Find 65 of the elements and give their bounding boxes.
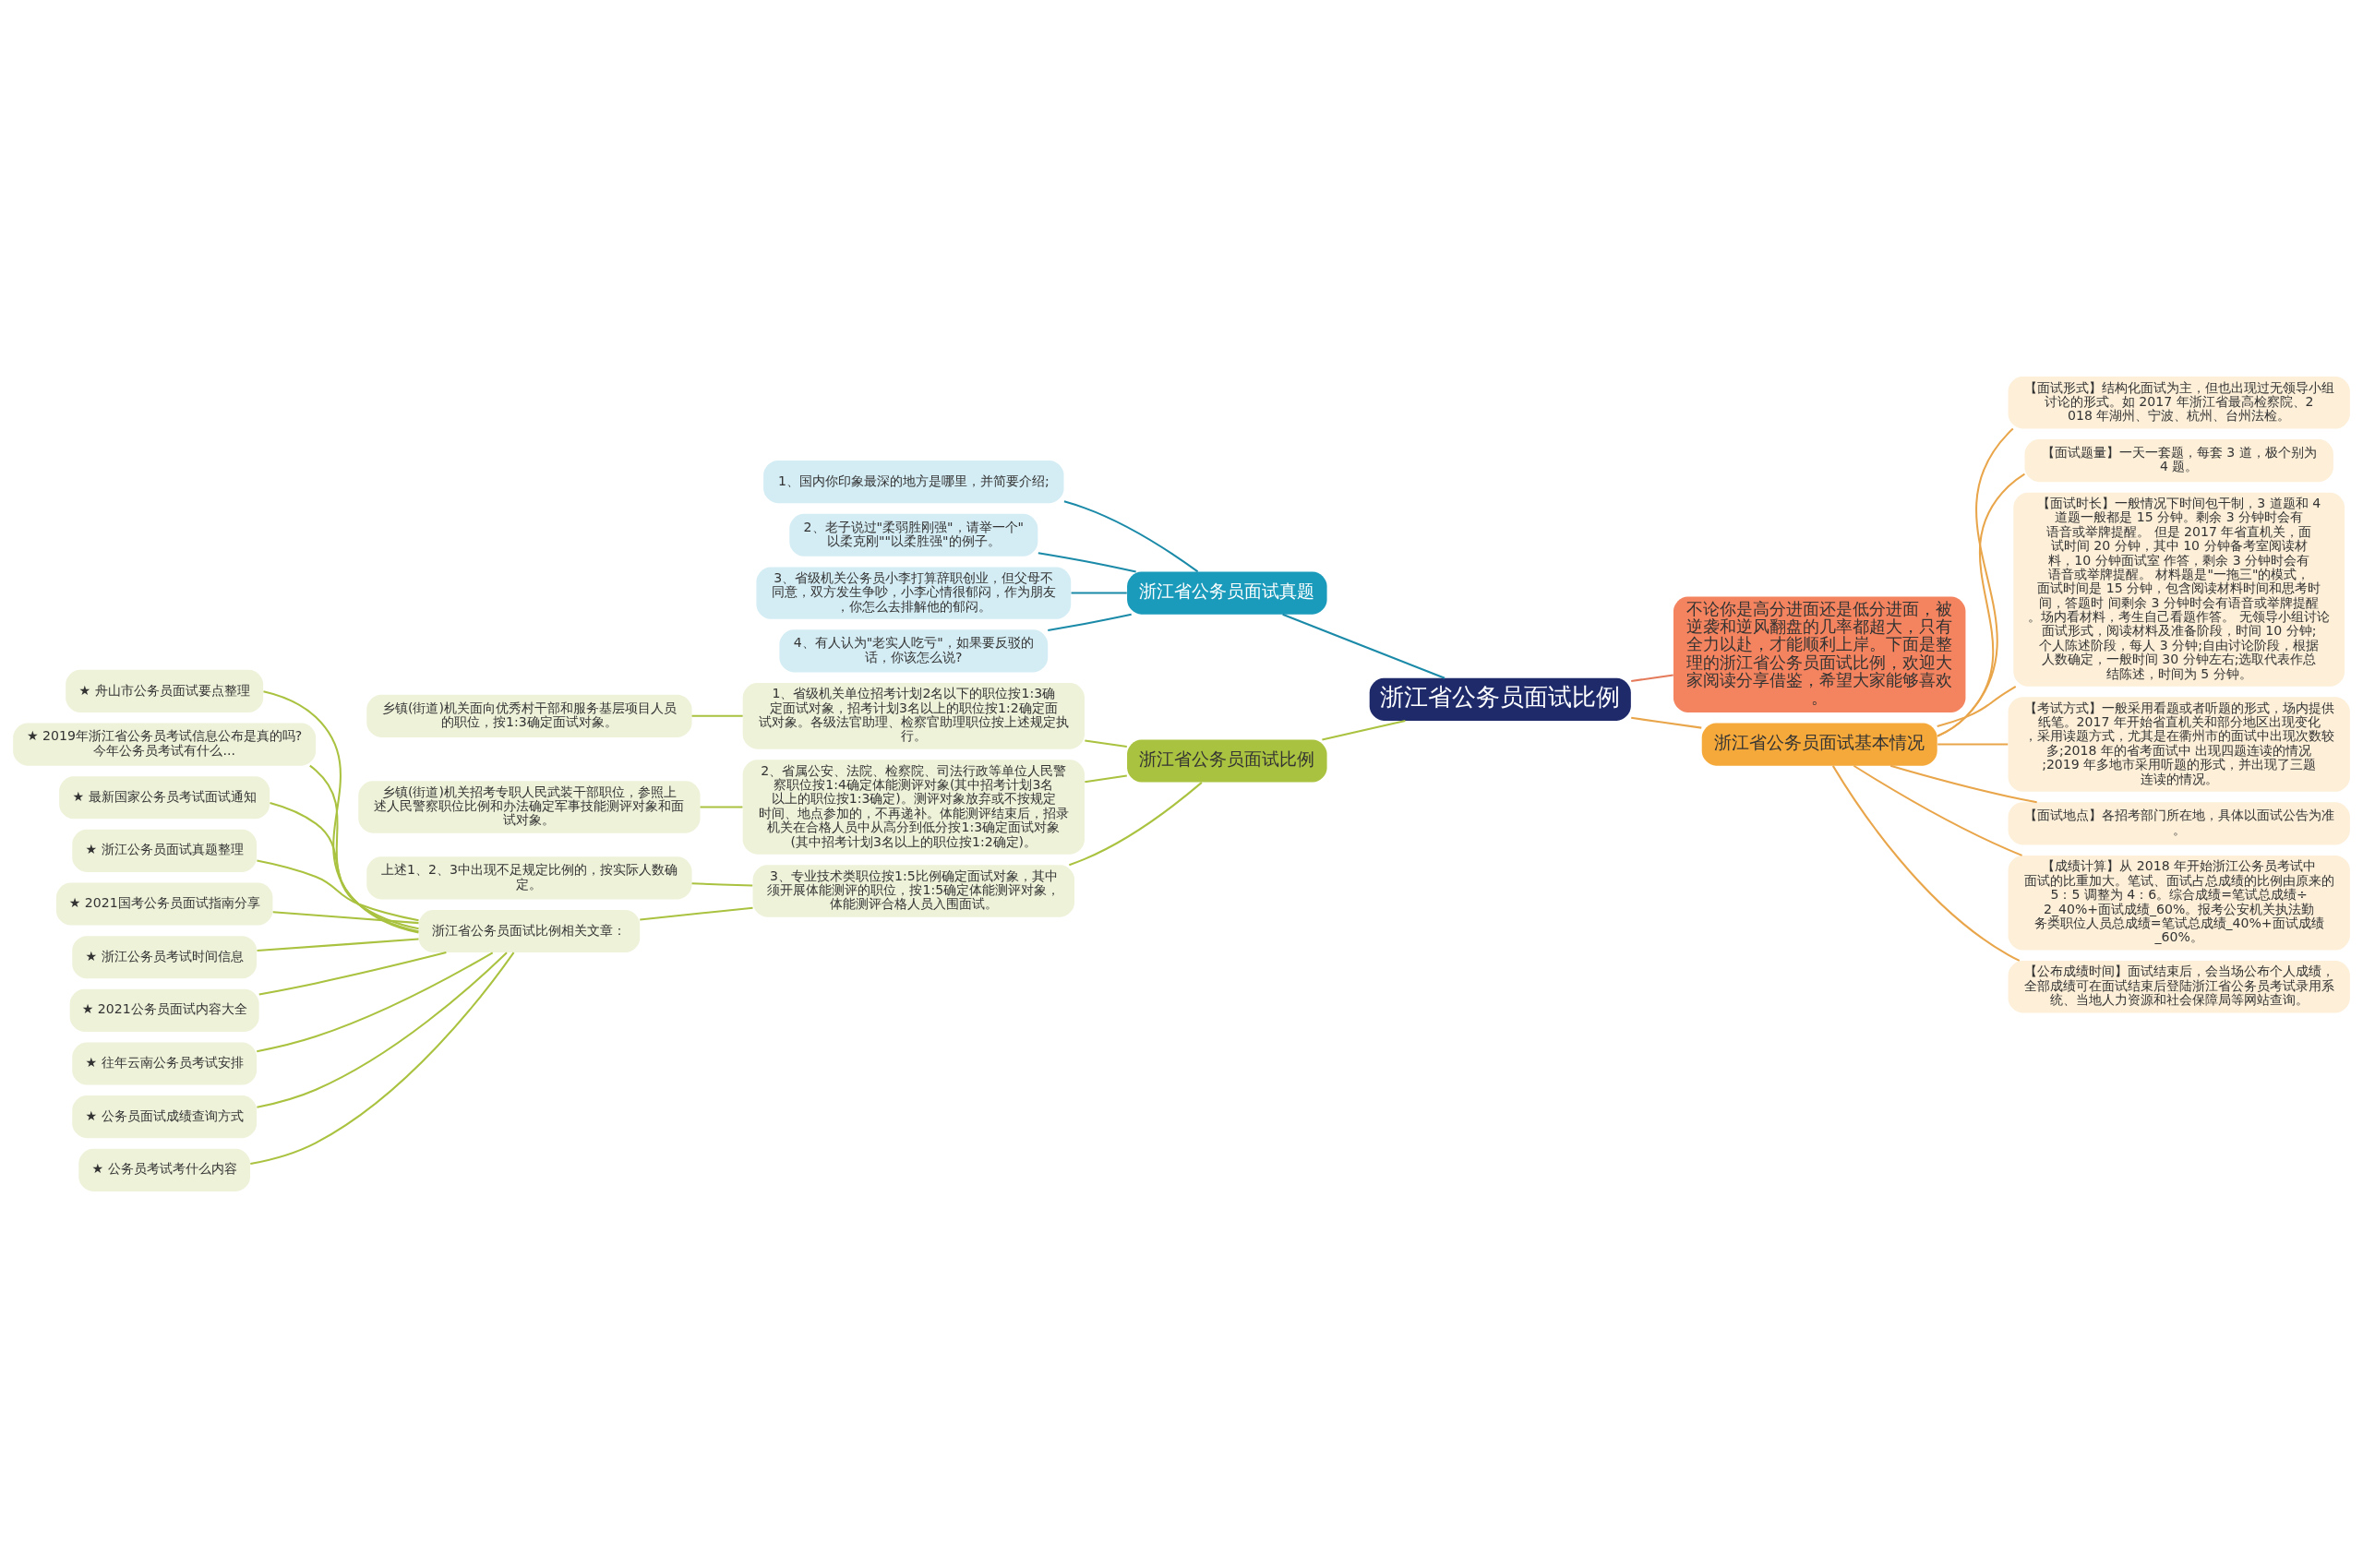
connector	[257, 952, 508, 1108]
connector	[258, 952, 447, 996]
node-box: 浙江省公务员面试比例	[1127, 739, 1327, 783]
node-box: ★ 公务员面试成绩查询方式	[72, 1095, 258, 1139]
connector	[250, 952, 515, 1166]
node-box: 上述1、2、3中出现不足规定比例的，按实际人数确定。	[366, 856, 692, 900]
connector	[700, 806, 743, 808]
node-box: ★ 2019年浙江省公务员考试信息公布是真的吗?今年公务员考试有什么...	[13, 723, 317, 766]
connector	[263, 690, 419, 934]
connector	[1831, 765, 2021, 962]
connector	[1071, 592, 1127, 594]
connector	[1937, 743, 2009, 746]
connector	[1631, 716, 1702, 729]
connector	[257, 859, 419, 922]
connector	[1631, 674, 1673, 682]
node-box: 1、省级机关单位招考计划2名以下的职位按1:3确定面试对象，招考计划3名以上的职位按1:2确定面试对象。各级法官助理、检察官助理职位按上述规定执行。	[742, 682, 1085, 749]
connector	[1937, 473, 2025, 737]
connector	[1048, 613, 1132, 632]
node-box: 【面试地点】各招考部门所在地，具体以面试公告为准。	[2008, 802, 2350, 845]
connector	[1322, 719, 1406, 741]
node-box: 4、有人认为"老实人吃亏"，如果要反驳的话，你该怎么说?	[779, 629, 1049, 673]
node-box: 浙江省公务员面试基本情况	[1701, 723, 1937, 766]
node-box: ★ 浙江公务员考试时间信息	[72, 936, 258, 979]
connector	[1069, 782, 1203, 867]
node-box: 【成绩计算】从 2018 年开始浙江公务员考试中面试的比重加大。笔试、面试占总成绩的比例由原来的 5：5 调整为 4：6。综合成绩=笔试总成绩÷2_40%+面试成绩_60%。报考公安机关执法勤务类职位人员总成绩=笔试总成绩_40%+面试成绩_60%。	[2008, 856, 2350, 951]
connector	[1937, 427, 2014, 737]
connector	[309, 764, 419, 933]
connector	[1937, 686, 2017, 728]
node-box: 【公布成绩时间】面试结束后，会当场公布个人成绩，全部成绩可在面试结束后登陆浙江省公务员考试录用系统、当地人力资源和社会保障局等网站查询。	[2008, 961, 2350, 1013]
node-box: ★ 公务员考试考什么内容	[78, 1148, 251, 1191]
node-box: ★ 最新国家公务员考试面试通知	[59, 776, 270, 820]
connector	[1085, 774, 1127, 784]
node-box: 浙江省公务员面试比例	[1369, 677, 1631, 721]
node-box: 2、老子说过"柔弱胜刚强"，请举一个"以柔克刚""以柔胜强"的例子。	[789, 513, 1038, 557]
connector	[1282, 613, 1445, 679]
node-box: 乡镇(街道)机关招考专职人民武装干部职位，参照上述人民警察职位比例和办法确定军事技能测评对象和面试对象。	[358, 781, 701, 833]
node-box: 【面试题量】一天一套题，每套 3 道，极个别为 4 题。	[2024, 439, 2333, 483]
connector	[1853, 764, 2022, 856]
connector	[691, 714, 743, 717]
connector	[272, 911, 419, 925]
connector	[640, 906, 753, 921]
node-box: 3、专业技术类职位按1:5比例确定面试对象，其中须开展体能测评的职位，按1:5确定体能测评对象，体能测评合格人员入围面试。	[752, 865, 1075, 917]
connector	[270, 802, 419, 930]
node-box: ★ 往年云南公务员考试安排	[72, 1042, 258, 1085]
node-box: ★ 2021国考公务员面试指南分享	[55, 882, 273, 926]
connector	[691, 882, 753, 887]
node-box: 乡镇(街道)机关面向优秀村干部和服务基层项目人员的职位，按1:3确定面试对象。	[366, 694, 692, 737]
node-box: 【面试形式】结构化面试为主，但也出现过无领导小组讨论的形式。如 2017 年浙江省最高检察院、2018 年湖州、宁波、杭州、台州法检。	[2008, 377, 2350, 429]
connector	[257, 938, 419, 952]
connector	[1063, 500, 1199, 573]
node-box: 不论你是高分进面还是低分进面，被逆袭和逆风翻盘的几率都超大，只有全力以赴，才能顺利上岸。下面是整理的浙江省公务员面试比例，欢迎大家阅读分享借鉴，希望大家能够喜欢。	[1673, 596, 1966, 712]
connector	[257, 952, 494, 1053]
node-box: 浙江省公务员面试真题	[1127, 571, 1327, 615]
node-box: 【面试时长】一般情况下时间包干制，3 道题和 4 道题一般都是 15 分钟。剩余 3 分钟时会有语音或举牌提醒。 但是 2017 年省直机关，面试时间 20 分钟，其中 10 分钟备考室阅读材料，10 分钟面试室 作答，剩余 3 分钟时会有语音或举牌提醒。 材料题是"一拖三"的模式，面试时间是 15 分钟，包含阅读材料时间和思考时间，答题时 间剩余 3 分钟时会有语音或举牌提醒。场内看材料，考生自己看题作答。 无领导小组讨论面试形式，阅读材料及准备阶段，时间 10 分钟;个人陈述阶段，每人 3 分钟;自由讨论阶段，根据人数确定，一般时间 30 分钟左右;选取代表作总结陈述，时间为 5 分钟。	[2013, 492, 2345, 687]
connector	[1038, 552, 1136, 573]
node-box: ★ 舟山市公务员面试要点整理	[66, 669, 264, 712]
node-box: 【考试方式】一般采用看题或者听题的形式，场内提供纸笔。2017 年开始省直机关和部分地区出现变化，采用读题方式，尤其是在衢州市的面试中出现次数较多;2018 年的省考面试中 出现四题连读的情况;2019 年多地市采用听题的形式，并出现了三题连读的情况。	[2008, 697, 2350, 792]
node-box: 1、国内你印象最深的地方是哪里，并简要介绍;	[763, 461, 1064, 504]
node-box: 3、省级机关公务员小李打算辞职创业，但父母不同意，双方发生争吵，小李心情很郁闷，作为朋友，你怎么去排解他的郁闷。	[756, 567, 1072, 619]
node-box: ★ 2021公务员面试内容大全	[69, 988, 259, 1032]
node-box: 2、省属公安、法院、检察院、司法行政等单位人民警察职位按1:4确定体能测评对象(其中招考计划3名以上的职位按1:3确定)。测评对象放弃或不按规定时间、地点参加的，不再递补。体能测评结束后，招录机关在合格人员中从高分到低分按1:3确定面试对象(其中招考计划3名以上的职位按1:2确定)。	[742, 760, 1085, 855]
node-box: ★ 浙江公务员面试真题整理	[72, 829, 258, 872]
node-box: 浙江省公务员面试比例相关文章：	[418, 909, 641, 953]
connector	[1889, 764, 2037, 804]
connector	[1085, 739, 1127, 748]
